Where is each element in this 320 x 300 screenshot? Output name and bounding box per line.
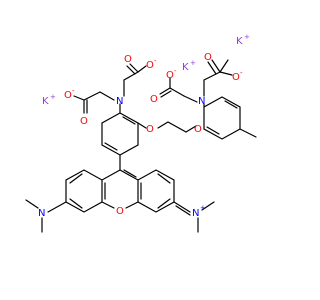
atom-n-dimethyl-left: N xyxy=(38,208,45,219)
charge-k-left: + xyxy=(50,93,56,101)
atom-k-top-right: K xyxy=(236,36,243,47)
atom-o-ether-2: O xyxy=(194,124,202,135)
atom-k-mid-right: K xyxy=(182,62,189,73)
charge-k-mid-right: + xyxy=(190,59,196,67)
charge-o-carboxylate-right: - xyxy=(174,67,177,75)
atom-n-dimethyl-right: N xyxy=(192,208,199,219)
atom-o-carboxylate-right: O xyxy=(166,70,174,81)
atom-labels: K + K + K + N N O - O O - O O - O O - O … xyxy=(38,33,250,219)
atom-o-ether-1: O xyxy=(146,124,154,135)
atom-o-xanthene: O xyxy=(116,206,124,217)
atom-n-right-chelator: N xyxy=(198,96,205,107)
charge-o-carboxylate-top: - xyxy=(154,57,157,65)
atom-o-carbonyl-far-right: O xyxy=(204,52,212,63)
atom-o-carbonyl-left: O xyxy=(80,116,88,127)
atom-o-carbonyl-top: O xyxy=(124,54,132,65)
charge-o-carboxylate-left: - xyxy=(72,87,75,95)
charge-k-top-right: + xyxy=(244,33,250,41)
atom-o-carboxylate-top: O xyxy=(146,60,154,71)
bond-lines xyxy=(25,59,257,233)
molecule-structure-diagram: K + K + K + N N O - O O - O O - O O - O … xyxy=(25,33,257,233)
atom-o-carboxylate-far-right: O xyxy=(232,72,240,83)
atom-k-left: K xyxy=(42,96,49,107)
charge-n-dimethyl-right: + xyxy=(200,204,206,212)
charge-o-carboxylate-far-right: - xyxy=(240,69,243,77)
atom-o-carbonyl-right: O xyxy=(150,94,158,105)
atom-o-carboxylate-left: O xyxy=(64,90,72,101)
atom-n-left-chelator: N xyxy=(116,96,123,107)
